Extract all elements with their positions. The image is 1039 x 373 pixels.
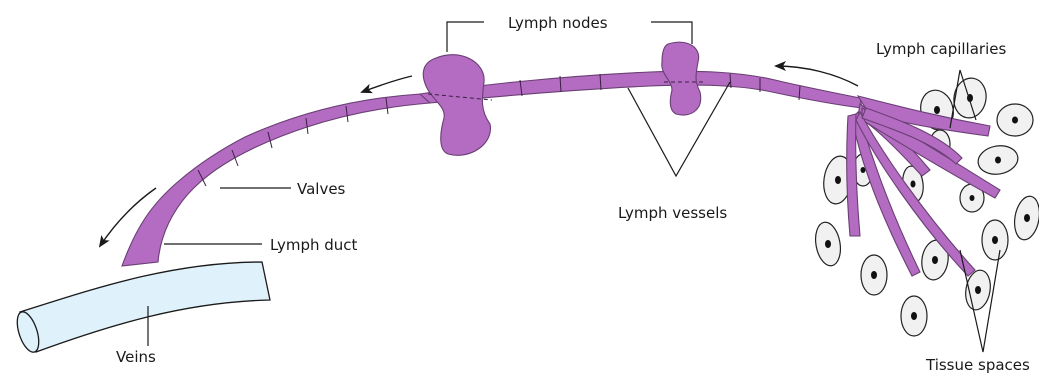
label-lymph-vessels: Lymph vessels	[618, 204, 727, 222]
vein-tube	[13, 262, 270, 355]
lymph-vessel-main	[122, 71, 862, 266]
flow-arrow-top-left	[362, 76, 412, 92]
tissue-cell	[861, 255, 887, 295]
label-valves: Valves	[297, 180, 346, 198]
tissue-cell	[901, 296, 927, 336]
label-lymph-nodes: Lymph nodes	[508, 14, 608, 32]
tissue-cell	[951, 76, 989, 121]
tissue-cell	[812, 220, 843, 267]
diagram-labels: Lymph nodes Lymph capillaries Valves Lym…	[116, 14, 1030, 373]
label-veins: Veins	[116, 348, 156, 366]
tissue-cell	[1011, 194, 1039, 241]
tissue-cell	[976, 143, 1020, 178]
tissue-cell	[982, 220, 1008, 260]
tissue-cell	[997, 104, 1033, 136]
label-lymph-duct: Lymph duct	[270, 236, 358, 254]
label-tissue-spaces: Tissue spaces	[925, 356, 1030, 373]
label-lymph-capillaries: Lymph capillaries	[876, 40, 1006, 58]
lymph-node-large	[423, 55, 492, 156]
